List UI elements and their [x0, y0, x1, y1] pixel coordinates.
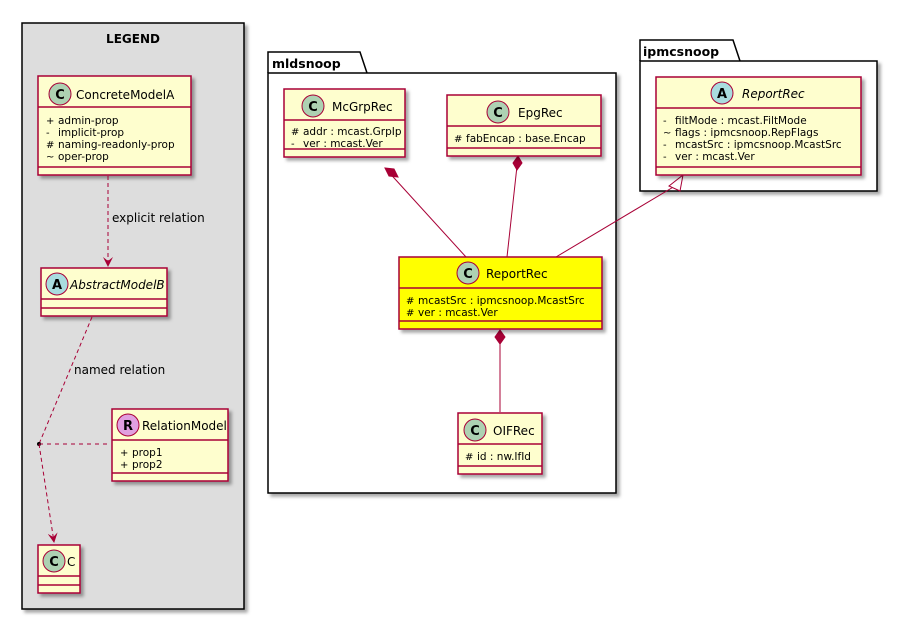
svg-text:-: - [663, 116, 667, 127]
svg-text:A: A [717, 87, 727, 102]
composition-diamond [384, 167, 399, 178]
svg-text:prop1: prop1 [132, 447, 163, 459]
class-name: ReportRec [486, 267, 548, 281]
named-relation-label: named relation [74, 363, 165, 377]
named-relation-line [38, 316, 93, 445]
svg-text:mcastSrc : ipmcsnoop.McastSrc: mcastSrc : ipmcsnoop.McastSrc [675, 139, 842, 151]
class-stereotype-icon [463, 418, 487, 442]
legend-c-class: C C [37, 544, 81, 594]
svg-text:id : nw.IfId: id : nw.IfId [477, 451, 531, 463]
svg-text:#: # [454, 134, 462, 145]
class-name: McGrpRec [332, 100, 393, 114]
composition-diamond [512, 155, 523, 171]
class-name: ReportRec [742, 87, 805, 101]
class-name: EpgRec [518, 106, 563, 120]
composition-mcgrprec-reportrec [384, 167, 467, 258]
legend-panel: LEGEND C ConcreteModelA + admin-prop - i… [21, 22, 245, 610]
class-name: C [67, 555, 75, 569]
svg-text:ver : mcast.Ver: ver : mcast.Ver [675, 151, 755, 163]
svg-text:C: C [493, 106, 503, 121]
svg-text:naming-readonly-prop: naming-readonly-prop [58, 139, 175, 151]
svg-text:R: R [123, 419, 133, 434]
svg-text:flags : ipmcsnoop.RepFlags: flags : ipmcsnoop.RepFlags [675, 127, 818, 139]
class-name: OIFRec [493, 424, 535, 438]
svg-text:prop2: prop2 [132, 459, 163, 471]
svg-text:implicit-prop: implicit-prop [58, 127, 124, 139]
abstract-stereotype-icon [45, 272, 69, 296]
class-epgrec: C EpgRec # fabEncap : base.Encap [446, 94, 602, 157]
svg-text:oper-prop: oper-prop [58, 151, 109, 163]
legend-relation-model-class: R RelationModel + prop1 + prop2 [111, 408, 229, 482]
svg-text:ver : mcast.Ver: ver : mcast.Ver [418, 307, 498, 319]
class-name: RelationModel [142, 419, 227, 433]
explicit-relation-label: explicit relation [112, 211, 205, 225]
svg-text:admin-prop: admin-prop [58, 115, 119, 127]
svg-text:C: C [308, 100, 318, 115]
svg-text:#: # [465, 452, 473, 463]
class-name: ConcreteModelA [76, 88, 175, 102]
svg-text:mcastSrc : ipmcsnoop.McastSrc: mcastSrc : ipmcsnoop.McastSrc [418, 295, 585, 307]
svg-text:+: + [120, 448, 128, 459]
class-mcgrprec: C McGrpRec # addr : mcast.GrpIp - ver : … [283, 88, 406, 158]
svg-text:#: # [46, 140, 54, 151]
relation-stereotype-icon [116, 413, 140, 437]
svg-text:C: C [49, 555, 59, 570]
svg-text:+: + [120, 460, 128, 471]
class-name: AbstractModelB [69, 278, 165, 292]
class-stereotype-icon [301, 94, 325, 118]
svg-text:-: - [663, 152, 667, 163]
legend-concrete-class: C ConcreteModelA + admin-prop - implicit… [37, 75, 192, 176]
class-oifrec: C OIFRec # id : nw.IfId [457, 412, 543, 475]
svg-text:fabEncap : base.Encap: fabEncap : base.Encap [466, 133, 586, 145]
class-reportrec-highlighted: C ReportRec # mcastSrc : ipmcsnoop.Mcast… [398, 256, 603, 330]
composition-diamond [494, 329, 506, 345]
svg-text:filtMode : mcast.FiltMode: filtMode : mcast.FiltMode [675, 115, 807, 127]
svg-text:~: ~ [46, 152, 54, 163]
legend-abstract-class: A AbstractModelB [40, 267, 168, 317]
svg-text:ver : mcast.Ver: ver : mcast.Ver [303, 138, 383, 150]
svg-text:#: # [406, 308, 414, 319]
svg-text:+: + [46, 116, 54, 127]
inheritance-reportrec [555, 185, 676, 258]
svg-text:C: C [470, 424, 480, 439]
composition-epgrec-reportrec [506, 156, 519, 258]
class-stereotype-icon [48, 82, 72, 106]
svg-text:A: A [52, 278, 62, 293]
class-ipmcsnoop-reportrec: A ReportRec - filtMode : mcast.FiltMode … [655, 76, 862, 176]
svg-text:C: C [55, 88, 65, 103]
svg-text:C: C [463, 267, 473, 282]
svg-text:-: - [663, 140, 667, 151]
svg-text:addr : mcast.GrpIp: addr : mcast.GrpIp [303, 126, 402, 138]
svg-text:-: - [291, 139, 295, 150]
svg-text:#: # [291, 127, 299, 138]
class-stereotype-icon [456, 261, 480, 285]
package-label: mldsnoop [272, 56, 341, 71]
svg-text:~: ~ [663, 128, 671, 139]
svg-text:-: - [46, 128, 50, 139]
class-stereotype-icon [42, 549, 66, 573]
abstract-stereotype-icon [710, 81, 734, 105]
legend-title: LEGEND [106, 32, 160, 46]
named-relation-arrow [38, 443, 58, 543]
svg-text:#: # [406, 296, 414, 307]
package-label: ipmcsnoop [643, 44, 719, 59]
class-stereotype-icon [486, 100, 510, 124]
inheritance-triangle [668, 173, 684, 192]
